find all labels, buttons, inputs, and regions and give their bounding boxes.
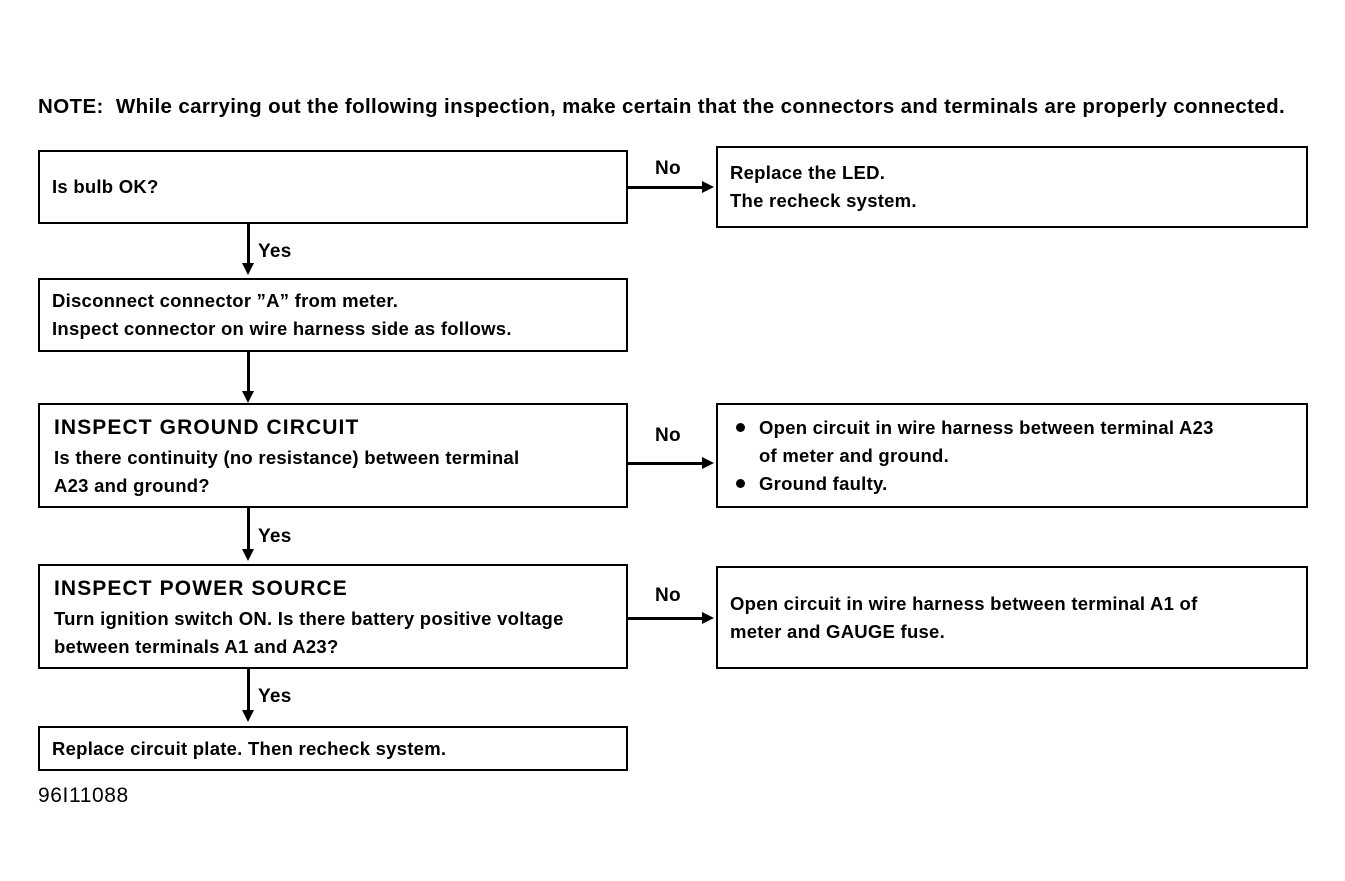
edge-power-yes-line [247,669,250,713]
box-replace-led-line2: The recheck system. [730,190,917,211]
edge-bulb-no-arrowhead [702,181,714,193]
edge-disconnect-to-ground-line [247,352,250,395]
box-power-fault-line2: meter and GAUGE fuse. [730,620,945,642]
edge-label-ground-no: No [655,425,681,446]
edge-ground-yes-line [247,508,250,552]
edge-bulb-no-line [628,186,704,189]
note-text: While carrying out the following inspect… [115,94,1285,118]
box-inspect-power-source-line2: between terminals A1 and A23? [54,635,339,657]
box-replace-led-line1: Replace the LED. [730,162,886,183]
box-replace-circuit-plate-line1: Replace circuit plate. Then recheck syst… [52,737,447,759]
edge-ground-no-arrowhead [702,457,714,469]
box-replace-circuit-plate: Replace circuit plate. Then recheck syst… [38,726,628,771]
box-disconnect-connector-line1: Disconnect connector ”A” from meter. [52,290,399,311]
edge-label-ground-yes: Yes [258,526,292,547]
note-label: NOTE: [38,94,104,118]
box-disconnect-connector: Disconnect connector ”A” from meter. Ins… [38,278,628,352]
box-inspect-ground-circuit-line1: Is there continuity (no resistance) betw… [54,446,520,468]
box-bulb-check: Is bulb OK? [38,150,628,224]
edge-ground-yes-arrowhead [242,549,254,561]
box-inspect-power-source: INSPECT POWER SOURCE Turn ignition switc… [38,564,628,669]
box-inspect-ground-circuit: INSPECT GROUND CIRCUIT Is there continui… [38,403,628,508]
box-inspect-power-source-line1: Turn ignition switch ON. Is there batter… [54,607,564,629]
edge-power-no-line [628,617,704,620]
box-power-fault: Open circuit in wire harness between ter… [716,566,1308,669]
edge-bulb-yes-arrowhead [242,263,254,275]
box-power-fault-line1: Open circuit in wire harness between ter… [730,592,1198,614]
edge-label-bulb-yes: Yes [258,241,292,262]
figure-id: 96I11088 [38,784,129,807]
edge-disconnect-to-ground-arrowhead [242,391,254,403]
box-ground-faults: Open circuit in wire harness between ter… [716,403,1308,508]
box-bulb-check-line1: Is bulb OK? [52,176,159,197]
note-paragraph: NOTE: While carrying out the following i… [38,91,1313,122]
box-replace-led: Replace the LED. The recheck system. [716,146,1308,228]
ground-fault-bullet-2-text: Ground faulty. [759,472,888,494]
edge-power-yes-arrowhead [242,710,254,722]
box-inspect-power-source-heading: INSPECT POWER SOURCE [54,576,348,600]
ground-fault-bullet-1-text: Open circuit in wire harness between ter… [759,414,1214,470]
bullet-dot-icon [736,422,745,432]
edge-label-bulb-no: No [655,158,681,179]
note-spacer [104,95,116,118]
bullet-dot-icon [736,478,745,488]
edge-ground-no-line [628,462,704,465]
box-inspect-ground-circuit-line2: A23 and ground? [54,474,210,496]
ground-fault-bullet-1-line2: of meter and ground. [759,444,949,466]
box-inspect-ground-circuit-heading: INSPECT GROUND CIRCUIT [54,415,360,439]
ground-fault-bullet-2: Ground faulty. [734,470,1294,498]
ground-fault-bullet-1-line1: Open circuit in wire harness between ter… [759,416,1214,438]
ground-fault-bullet-1: Open circuit in wire harness between ter… [734,414,1294,470]
edge-label-power-no: No [655,585,681,606]
edge-bulb-yes-line [247,224,250,267]
edge-label-power-yes: Yes [258,686,292,707]
box-disconnect-connector-line2: Inspect connector on wire harness side a… [52,318,512,339]
edge-power-no-arrowhead [702,612,714,624]
